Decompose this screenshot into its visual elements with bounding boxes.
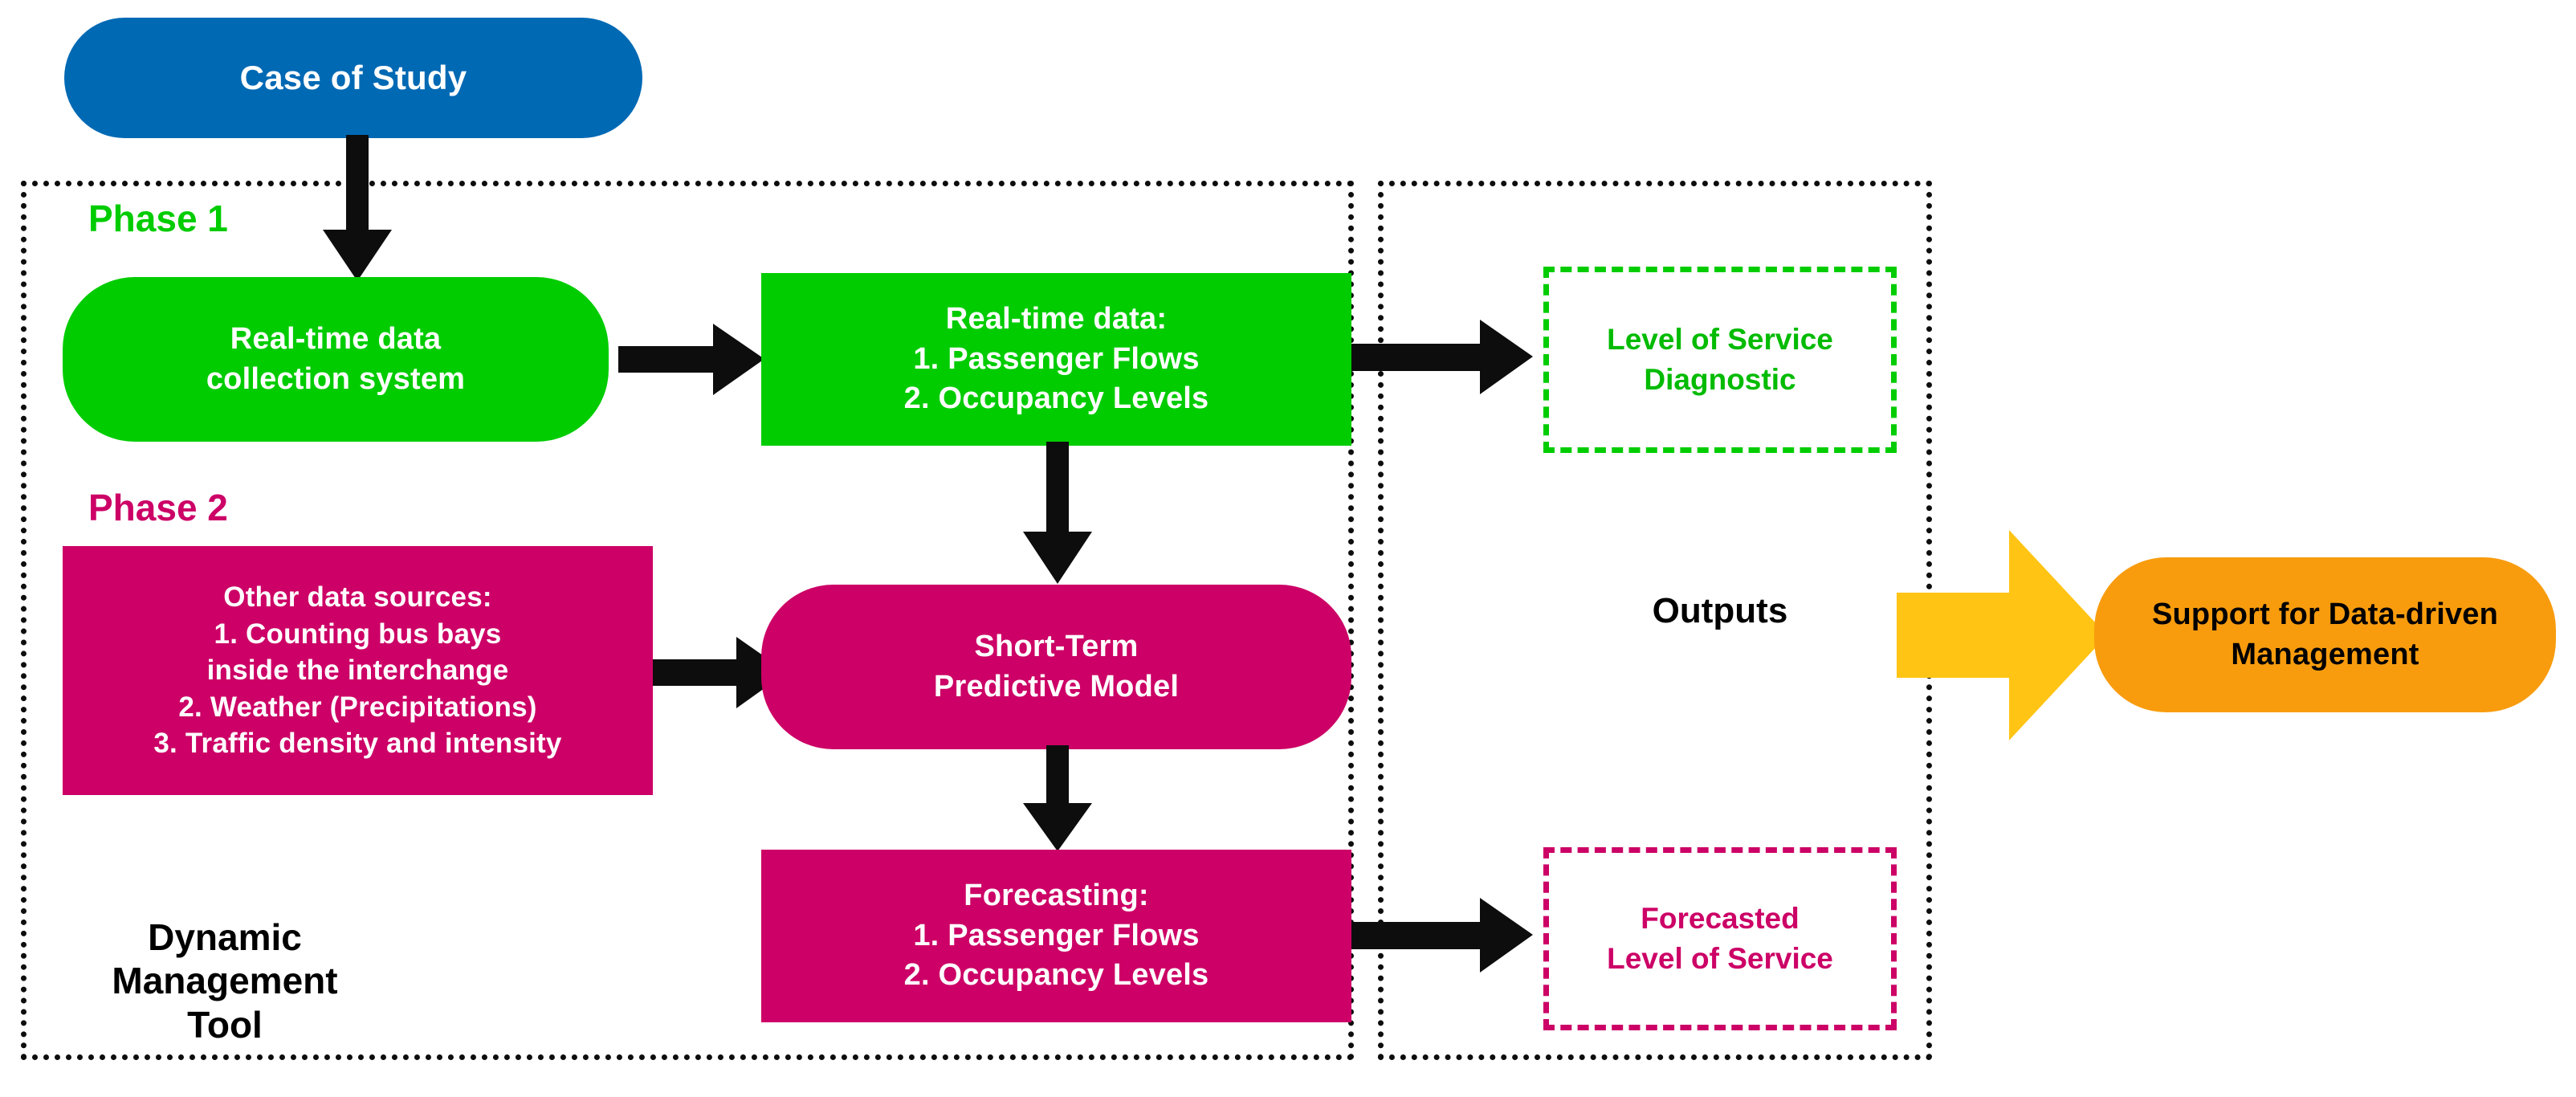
arrow-realtime-data-to-model: [1023, 442, 1092, 584]
phase-2-label: Phase 2: [88, 487, 228, 528]
node-predictive-model-line-1: Short-Term: [974, 630, 1139, 664]
node-support-line-1: Support for Data-driven: [2151, 597, 2499, 632]
node-realtime-collection-line-1: Real-time data: [230, 322, 442, 357]
node-predictive-model-line-2: Predictive Model: [933, 669, 1180, 703]
phase-1-label: Phase 1: [88, 198, 228, 239]
node-realtime-data-line-2: 1. Passenger Flows: [913, 341, 1200, 376]
node-case-of-study[interactable]: Case of Study: [64, 18, 642, 138]
output-forecasted-level-of-service[interactable]: Forecasted Level of Service: [1543, 847, 1897, 1030]
node-other-sources-line-4: 2. Weather (Precipitations): [178, 691, 537, 723]
dynamic-management-tool-label: Dynamic Management Tool: [64, 916, 385, 1046]
node-support-line-2: Management: [2231, 637, 2419, 671]
arrow-case-to-collection: [323, 135, 392, 281]
node-case-of-study-label: Case of Study: [239, 58, 467, 96]
node-forecasting-line-3: 2. Occupancy Levels: [903, 958, 1209, 993]
arrow-forecasting-to-forecasted-los: [1351, 898, 1533, 973]
output-level-of-service-diagnostic[interactable]: Level of Service Diagnostic: [1543, 267, 1897, 453]
tool-label-line-1: Dynamic: [148, 916, 302, 958]
arrow-model-to-forecasting: [1023, 745, 1092, 851]
arrow-collection-to-realtime-data: [618, 324, 764, 395]
dynamic-management-tool-container: [21, 181, 1354, 1060]
node-realtime-data-line-1: Real-time data:: [945, 302, 1168, 336]
node-other-sources-line-3: inside the interchange: [206, 655, 509, 687]
node-realtime-collection-line-2: collection system: [206, 361, 466, 396]
node-other-data-sources[interactable]: Other data sources: 1. Counting bus bays…: [63, 546, 653, 795]
output-forecasted-los-line-1: Forecasted: [1641, 902, 1800, 936]
tool-label-line-2: Management: [112, 960, 338, 1002]
node-other-sources-line-2: 1. Counting bus bays: [214, 618, 502, 650]
node-other-sources-line-1: Other data sources:: [223, 581, 492, 614]
outputs-label: Outputs: [1652, 591, 1788, 630]
tool-label-line-3: Tool: [187, 1003, 263, 1046]
arrow-other-sources-to-model: [653, 637, 787, 708]
node-forecasting[interactable]: Forecasting: 1. Passenger Flows 2. Occup…: [761, 850, 1351, 1022]
node-realtime-collection-system[interactable]: Real-time data collection system: [63, 277, 609, 442]
node-support-data-driven-management[interactable]: Support for Data-driven Management: [2094, 557, 2556, 712]
arrow-realtime-data-to-los-diagnostic: [1351, 320, 1533, 394]
node-realtime-data[interactable]: Real-time data: 1. Passenger Flows 2. Oc…: [761, 273, 1351, 446]
output-los-diagnostic-line-2: Diagnostic: [1644, 363, 1796, 396]
yellow-arrow-icon: [1897, 530, 2107, 740]
node-short-term-predictive-model[interactable]: Short-Term Predictive Model: [761, 585, 1351, 749]
node-other-sources-line-5: 3. Traffic density and intensity: [153, 728, 562, 760]
output-forecasted-los-line-2: Level of Service: [1607, 942, 1833, 975]
node-forecasting-line-2: 1. Passenger Flows: [913, 918, 1200, 952]
node-realtime-data-line-3: 2. Occupancy Levels: [903, 381, 1209, 416]
node-forecasting-line-1: Forecasting:: [964, 879, 1149, 913]
output-los-diagnostic-line-1: Level of Service: [1607, 323, 1833, 357]
